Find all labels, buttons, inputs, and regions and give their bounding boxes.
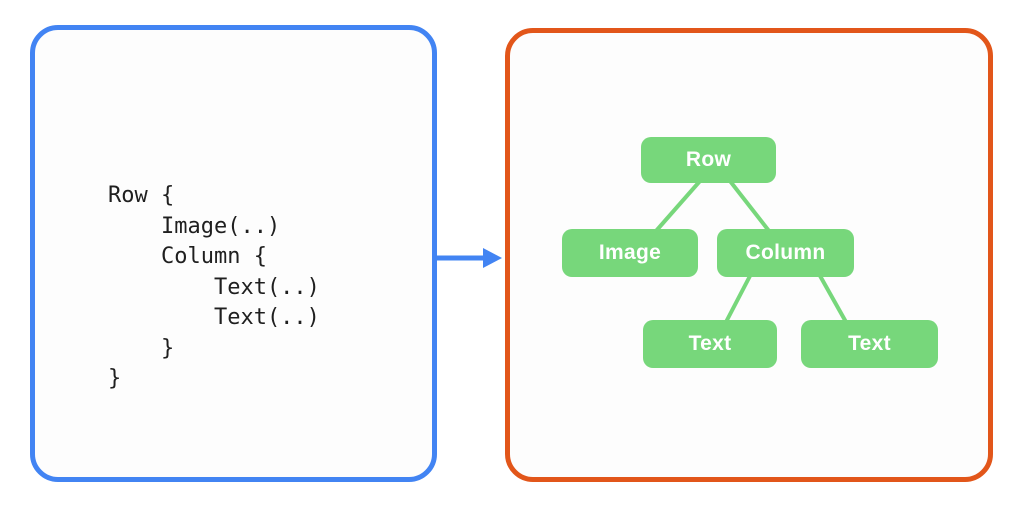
code-panel: Row { Image(..) Column { Text(..) Text(.… (30, 25, 437, 482)
tree-node-label: Row (685, 148, 732, 171)
tree-node-label: Image (598, 241, 662, 264)
arrow-right-icon (436, 248, 502, 268)
tree-node-label: Text (848, 332, 891, 355)
tree-node-label: Text (688, 332, 732, 355)
tree-node-text-2: Text (801, 320, 938, 368)
tree-node-column: Column (717, 229, 854, 277)
code-snippet: Row { Image(..) Column { Text(..) Text(.… (108, 183, 320, 391)
tree-node-label: Column (745, 241, 826, 264)
tree-node-text-1: Text (643, 320, 777, 368)
tree-node-image: Image (562, 229, 698, 277)
tree-node-row: Row (641, 137, 776, 183)
